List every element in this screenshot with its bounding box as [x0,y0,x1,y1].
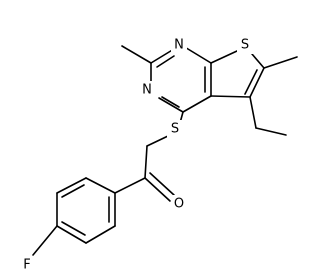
atom-labels: S N N S O F [20,36,253,274]
bond-S_link-CH2 [146,135,169,147]
bond-C5-C4a [210,95,251,98]
bond-C5-CH2 [249,96,257,129]
bond-C4-N_left [158,97,184,113]
bond-C2-N_top [150,48,175,64]
label-bg-N-top [171,36,187,54]
atom-S-link: S [171,122,179,137]
bond-C=O [144,177,171,202]
label-bg-N-left [139,81,155,99]
bond-C2-methyl [121,45,152,64]
label-bg-S-ring [237,36,253,54]
label-bg-S-link [167,120,183,138]
bond-ring-2 [56,177,87,194]
bond-ring-5 [85,225,116,244]
bond-C7a-S_ring [210,50,238,64]
bond-CH2-Ccarbonyl [144,145,148,179]
bond-CH2-CH3 [255,127,287,136]
atom-O: O [174,197,184,212]
atom-N-left: N [142,83,152,98]
bond-C2-N_top-inner [156,55,175,68]
atom-F: F [23,258,30,273]
atom-N-top: N [174,38,184,53]
bond-C6-methyl [263,56,298,69]
bond-ring-2-inner [61,184,85,198]
bond-C-F [32,225,58,256]
bond-S_ring-C6 [251,53,265,69]
bond-ring-4-inner [61,221,86,236]
bond-Ccarbonyl-C1 [114,177,146,194]
label-bg-F [20,256,36,274]
label-bg-O [171,195,187,213]
bond-C4-N_left-inner [161,96,180,108]
bond-C6-C5 [249,67,265,98]
bond-C4a-C4 [182,95,212,113]
bond-N_top-C7a [182,45,212,64]
atom-S-ring: S [241,38,249,53]
bond-ring-4 [56,225,87,244]
bond-C=O-second [149,172,175,196]
bonds [32,45,298,256]
bond-ring-1 [85,177,116,194]
bond-C6-C5-inner [244,69,258,95]
